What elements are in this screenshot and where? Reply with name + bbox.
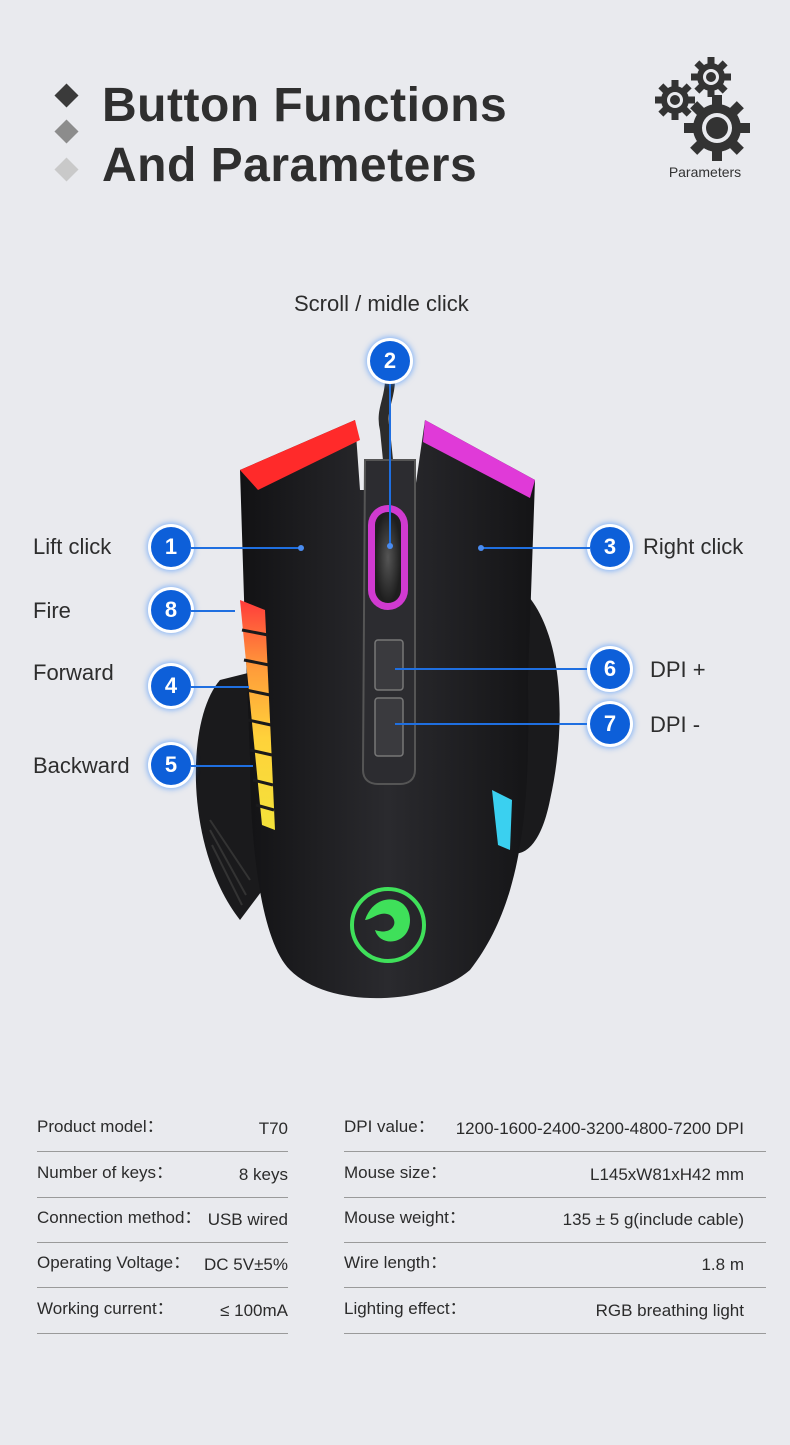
header-diamond-mid [54, 119, 79, 144]
spec-value: 1200-1600-2400-3200-4800-7200 DPI [455, 1119, 744, 1138]
spec-key: Wire length： [344, 1253, 447, 1272]
label-lift-click: Lift click [33, 534, 112, 559]
spec-value: 135 ± 5 g(include cable) [562, 1210, 744, 1229]
spec-key: Number of keys： [37, 1163, 174, 1182]
spec-value: USB wired [207, 1210, 288, 1229]
spec-key: Lighting effect： [344, 1299, 467, 1318]
badge-3: 3 [590, 527, 630, 567]
spec-key: Connection method： [37, 1208, 202, 1227]
spec-key: Operating Voltage： [37, 1253, 191, 1272]
spec-key: Mouse size： [344, 1163, 447, 1182]
spec-row-connection-method: Connection method： USB wired [37, 1197, 288, 1243]
spec-row-product-model: Product model： T70 [37, 1106, 288, 1152]
header-diamond-light [54, 157, 79, 182]
gear-label: Parameters [668, 164, 742, 180]
label-backward: Backward [33, 753, 130, 778]
spec-key: Product model： [37, 1117, 164, 1136]
dot-3 [478, 545, 484, 551]
label-forward: Forward [33, 660, 114, 685]
leader-3 [482, 547, 590, 549]
label-fire: Fire [33, 598, 71, 623]
label-dpi-plus: DPI + [650, 657, 706, 682]
page-title-line1: Button Functions [102, 79, 508, 132]
spec-row-mouse-weight: Mouse weight： 135 ± 5 g(include cable) [344, 1197, 766, 1243]
spec-value: DC 5V±5% [204, 1255, 288, 1274]
leader-4 [191, 686, 249, 688]
spec-row-working-current: Working current： ≤ 100mA [37, 1288, 288, 1334]
badge-4: 4 [151, 666, 191, 706]
spec-row-dpi-value: DPI value： 1200-1600-2400-3200-4800-7200… [344, 1106, 766, 1152]
spec-value: 8 keys [238, 1165, 288, 1184]
badge-5: 5 [151, 745, 191, 785]
spec-value: ≤ 100mA [220, 1301, 288, 1320]
badge-2: 2 [370, 341, 410, 381]
scroll-label: Scroll / midle click [294, 291, 469, 316]
header-diamond-dark [54, 83, 79, 108]
badge-1: 1 [151, 527, 191, 567]
spec-value: T70 [258, 1119, 288, 1138]
spec-key: Working current： [37, 1299, 174, 1318]
spec-row-number-of-keys: Number of keys： 8 keys [37, 1152, 288, 1198]
dot-1 [298, 545, 304, 551]
page-title-line2: And Parameters [102, 139, 478, 192]
spec-value: 1.8 m [701, 1255, 744, 1274]
label-dpi-minus: DPI - [650, 712, 701, 737]
spec-row-operating-voltage: Operating Voltage： DC 5V±5% [37, 1242, 288, 1288]
dot-2 [387, 543, 393, 549]
gears-icon [655, 57, 750, 161]
leader-6 [395, 668, 590, 670]
spec-value: RGB breathing light [595, 1301, 744, 1320]
badge-8: 8 [151, 590, 191, 630]
leader-7 [395, 723, 590, 725]
leader-1 [191, 547, 301, 549]
spec-value: L145xW81xH42 mm [589, 1165, 744, 1184]
label-right-click: Right click [643, 534, 744, 559]
badge-6: 6 [590, 649, 630, 689]
spec-key: Mouse weight： [344, 1208, 466, 1227]
spec-row-mouse-size: Mouse size： L145xW81xH42 mm [344, 1152, 766, 1198]
spec-key: DPI value： [344, 1117, 435, 1136]
badge-7: 7 [590, 704, 630, 744]
spec-row-wire-length: Wire length： 1.8 m [344, 1242, 766, 1288]
leader-5 [191, 765, 253, 767]
leader-2 [389, 383, 391, 545]
leader-8 [191, 610, 235, 612]
spec-row-lighting-effect: Lighting effect： RGB breathing light [344, 1288, 766, 1334]
mouse-illustration [195, 380, 560, 999]
